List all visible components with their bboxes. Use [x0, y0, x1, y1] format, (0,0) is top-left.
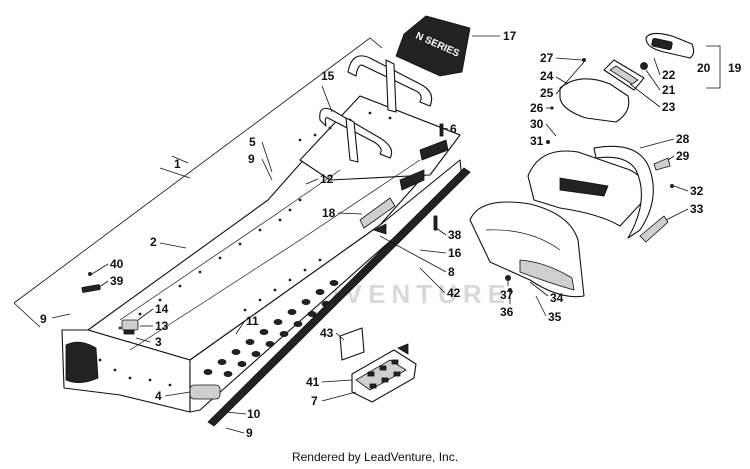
callout-23: 23	[662, 100, 676, 114]
callout-38: 38	[448, 228, 462, 242]
bracket-19	[706, 45, 721, 89]
callout-30: 30	[530, 117, 544, 131]
callout-3: 3	[155, 335, 162, 349]
grab-handles	[319, 55, 433, 163]
callout-7: 7	[311, 394, 318, 408]
tunnel	[61, 95, 463, 413]
callout-18: 18	[322, 206, 336, 220]
callout-1: 1	[174, 157, 181, 171]
rail	[207, 167, 471, 427]
callout-32: 32	[690, 184, 704, 198]
callouts: 1 2 3 4 5 6 7 8 9 9 9 10 11 12 13 14 15	[40, 29, 742, 440]
callout-26: 26	[530, 101, 544, 115]
hardware	[81, 123, 444, 335]
callout-16: 16	[448, 246, 462, 260]
callout-9b: 9	[40, 312, 47, 326]
callout-15: 15	[321, 69, 335, 83]
callout-20: 20	[697, 61, 711, 75]
callout-22: 22	[662, 68, 676, 82]
callout-5: 5	[249, 135, 256, 149]
footer-credit: Rendered by LeadVenture, Inc.	[291, 450, 459, 464]
decal-n-series: N SERIES	[395, 15, 471, 77]
callout-31: 31	[530, 134, 544, 148]
callout-25: 25	[540, 86, 554, 100]
assembly-bracket-1	[13, 37, 383, 328]
callout-36: 36	[500, 305, 514, 319]
callout-34: 34	[550, 291, 564, 305]
callout-12: 12	[320, 172, 334, 186]
callout-28: 28	[676, 132, 690, 146]
callout-35: 35	[548, 310, 562, 324]
callout-4: 4	[155, 389, 162, 403]
callout-11: 11	[246, 314, 259, 328]
callout-41: 41	[306, 375, 320, 389]
callout-14: 14	[155, 302, 169, 316]
callout-39: 39	[110, 274, 124, 288]
callout-40: 40	[110, 257, 124, 271]
callout-10: 10	[247, 407, 261, 421]
callout-37: 37	[500, 288, 514, 302]
callout-9a: 9	[248, 152, 255, 166]
callout-43: 43	[320, 326, 334, 340]
callout-8: 8	[448, 265, 455, 279]
callout-21: 21	[662, 83, 676, 97]
rear-bracket	[339, 327, 417, 403]
callout-17: 17	[503, 29, 517, 43]
callout-13: 13	[155, 319, 169, 333]
callout-9c: 9	[246, 426, 253, 440]
callout-29: 29	[676, 149, 690, 163]
rear-bumper-assembly	[469, 140, 674, 298]
callout-19: 19	[728, 61, 742, 75]
taillight-assembly	[550, 32, 695, 123]
callout-2: 2	[150, 235, 157, 249]
callout-27: 27	[540, 51, 554, 65]
callout-33: 33	[690, 202, 704, 216]
callout-24: 24	[540, 69, 554, 83]
callout-42: 42	[447, 286, 461, 300]
callout-6: 6	[450, 122, 457, 136]
